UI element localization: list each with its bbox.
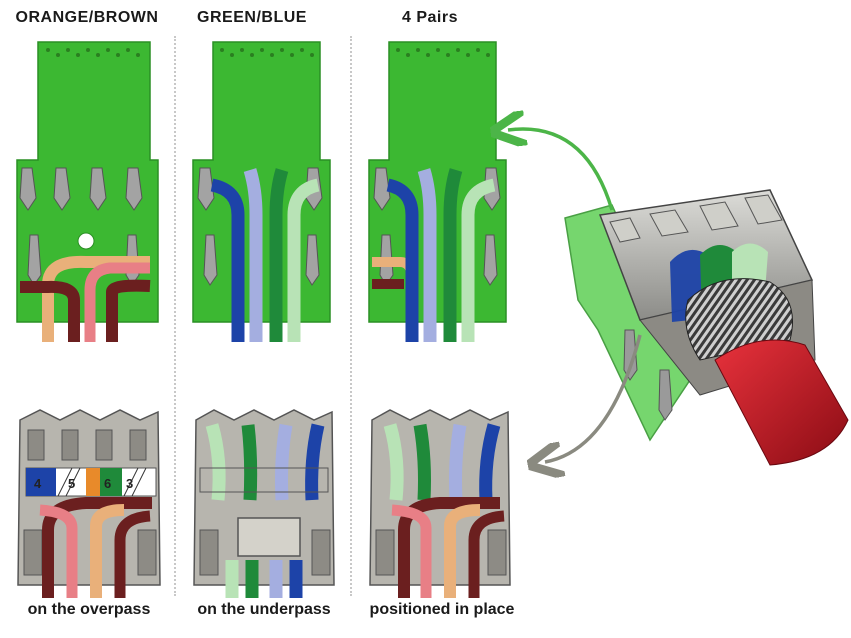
terminal-number-4: 4 xyxy=(34,476,42,491)
caption-overpass: on the overpass xyxy=(10,601,168,619)
terminal-number-3: 3 xyxy=(126,476,133,491)
housing-underpass xyxy=(194,410,334,598)
terminal-number-5: 5 xyxy=(68,476,75,491)
housing-positioned xyxy=(370,410,510,598)
pcb-panel-green-blue xyxy=(193,42,330,342)
pcb-panel-4-pairs xyxy=(369,42,506,342)
terminal-number-6: 6 xyxy=(104,476,111,491)
caption-positioned: positioned in place xyxy=(356,601,528,619)
assembled-connector-3d xyxy=(565,190,848,465)
housing-overpass: 4 5 6 3 xyxy=(18,410,160,598)
pcb-panel-orange-brown xyxy=(17,42,158,342)
caption-underpass: on the underpass xyxy=(184,601,344,619)
arrow-to-top-panel xyxy=(508,129,612,210)
